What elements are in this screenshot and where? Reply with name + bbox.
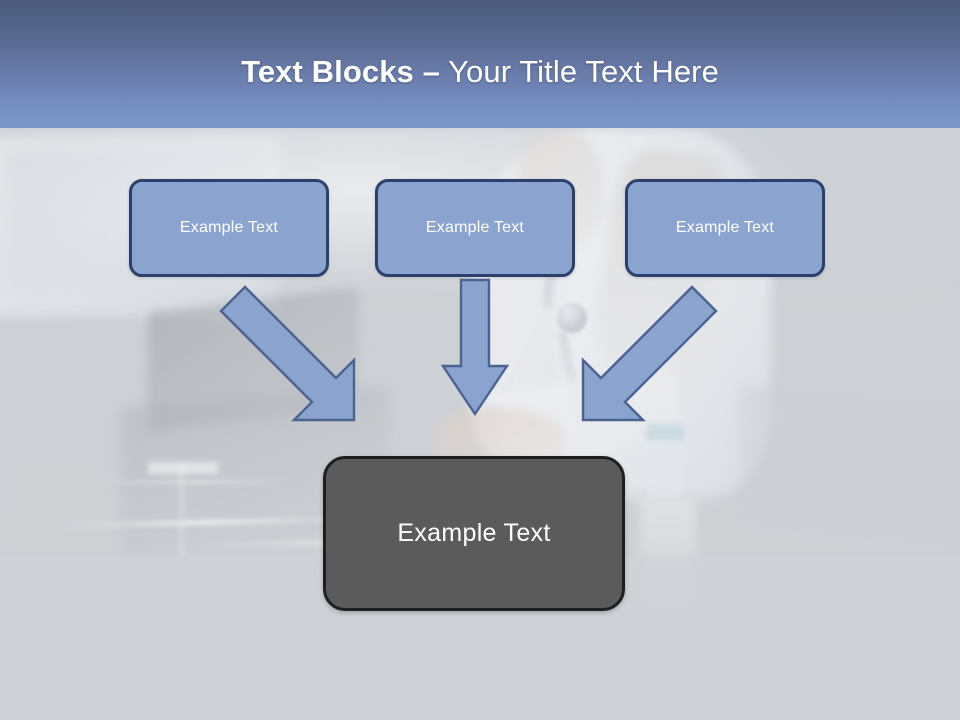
text-block-2[interactable]: Example Text <box>375 179 575 277</box>
text-block-3-label: Example Text <box>675 219 775 236</box>
result-text-block-label: Example Text <box>397 519 551 547</box>
arrow-down-icon <box>440 278 510 417</box>
text-block-1-label: Example Text <box>179 219 279 236</box>
arrow-down-right-icon <box>219 285 356 422</box>
arrow-down-left-icon <box>581 285 718 422</box>
page-title-light: Your Title Text Here <box>439 54 719 89</box>
result-text-block[interactable]: Example Text <box>323 456 625 611</box>
page-title: Text Blocks – Your Title Text Here <box>0 52 960 92</box>
background-bottle <box>646 424 684 498</box>
text-block-3[interactable]: Example Text <box>625 179 825 277</box>
text-block-1[interactable]: Example Text <box>129 179 329 277</box>
title-banner: Text Blocks – Your Title Text Here <box>0 0 960 128</box>
text-block-2-label: Example Text <box>425 219 525 236</box>
background-stethoscope-head <box>557 303 587 333</box>
page-title-bold: Text Blocks – <box>241 54 440 89</box>
background-highlight-1 <box>100 480 290 484</box>
